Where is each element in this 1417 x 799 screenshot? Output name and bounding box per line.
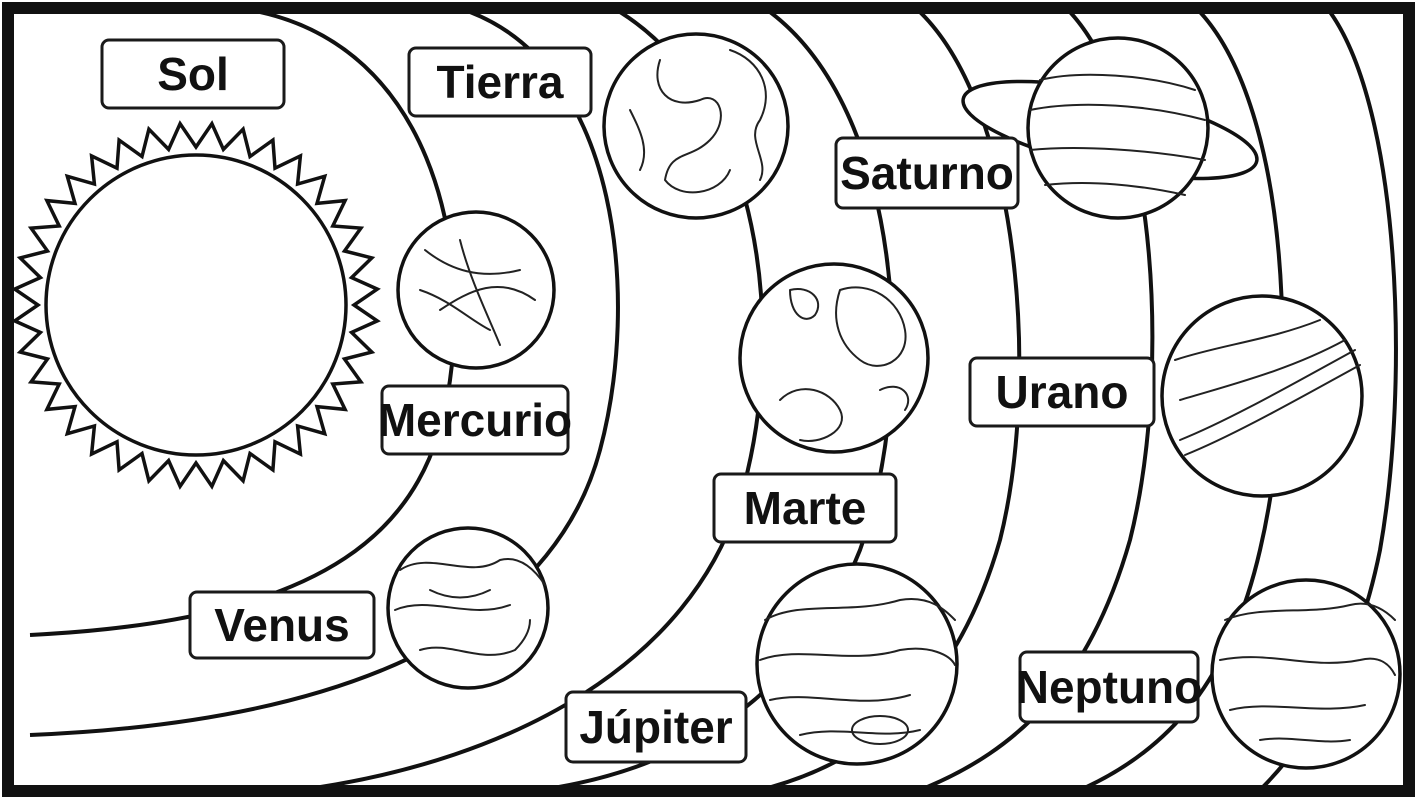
jupiter-planet	[757, 564, 957, 764]
label-sol: Sol	[102, 40, 284, 108]
label-tierra-text: Tierra	[436, 56, 563, 108]
label-venus-text: Venus	[214, 599, 350, 651]
label-saturno: Saturno	[836, 138, 1018, 208]
uranus-planet	[1162, 296, 1362, 496]
label-marte-text: Marte	[744, 482, 867, 534]
label-neptuno: Neptuno	[1016, 652, 1203, 722]
mercury-planet	[398, 212, 554, 368]
label-mercurio-text: Mercurio	[378, 394, 572, 446]
earth-planet	[604, 34, 788, 218]
venus-planet	[388, 528, 548, 688]
label-jupiter: Júpiter	[566, 692, 746, 762]
label-jupiter-text: Júpiter	[579, 701, 732, 753]
neptune-planet	[1212, 580, 1400, 768]
label-neptuno-text: Neptuno	[1016, 661, 1203, 713]
label-mercurio: Mercurio	[378, 386, 572, 454]
mars-planet	[740, 264, 928, 452]
label-sol-text: Sol	[157, 48, 229, 100]
label-saturno-text: Saturno	[840, 147, 1014, 199]
label-tierra: Tierra	[409, 48, 591, 116]
sun-illustration	[15, 124, 378, 487]
label-venus: Venus	[190, 592, 374, 658]
label-marte: Marte	[714, 474, 896, 542]
label-urano: Urano	[970, 358, 1154, 426]
label-urano-text: Urano	[996, 366, 1129, 418]
